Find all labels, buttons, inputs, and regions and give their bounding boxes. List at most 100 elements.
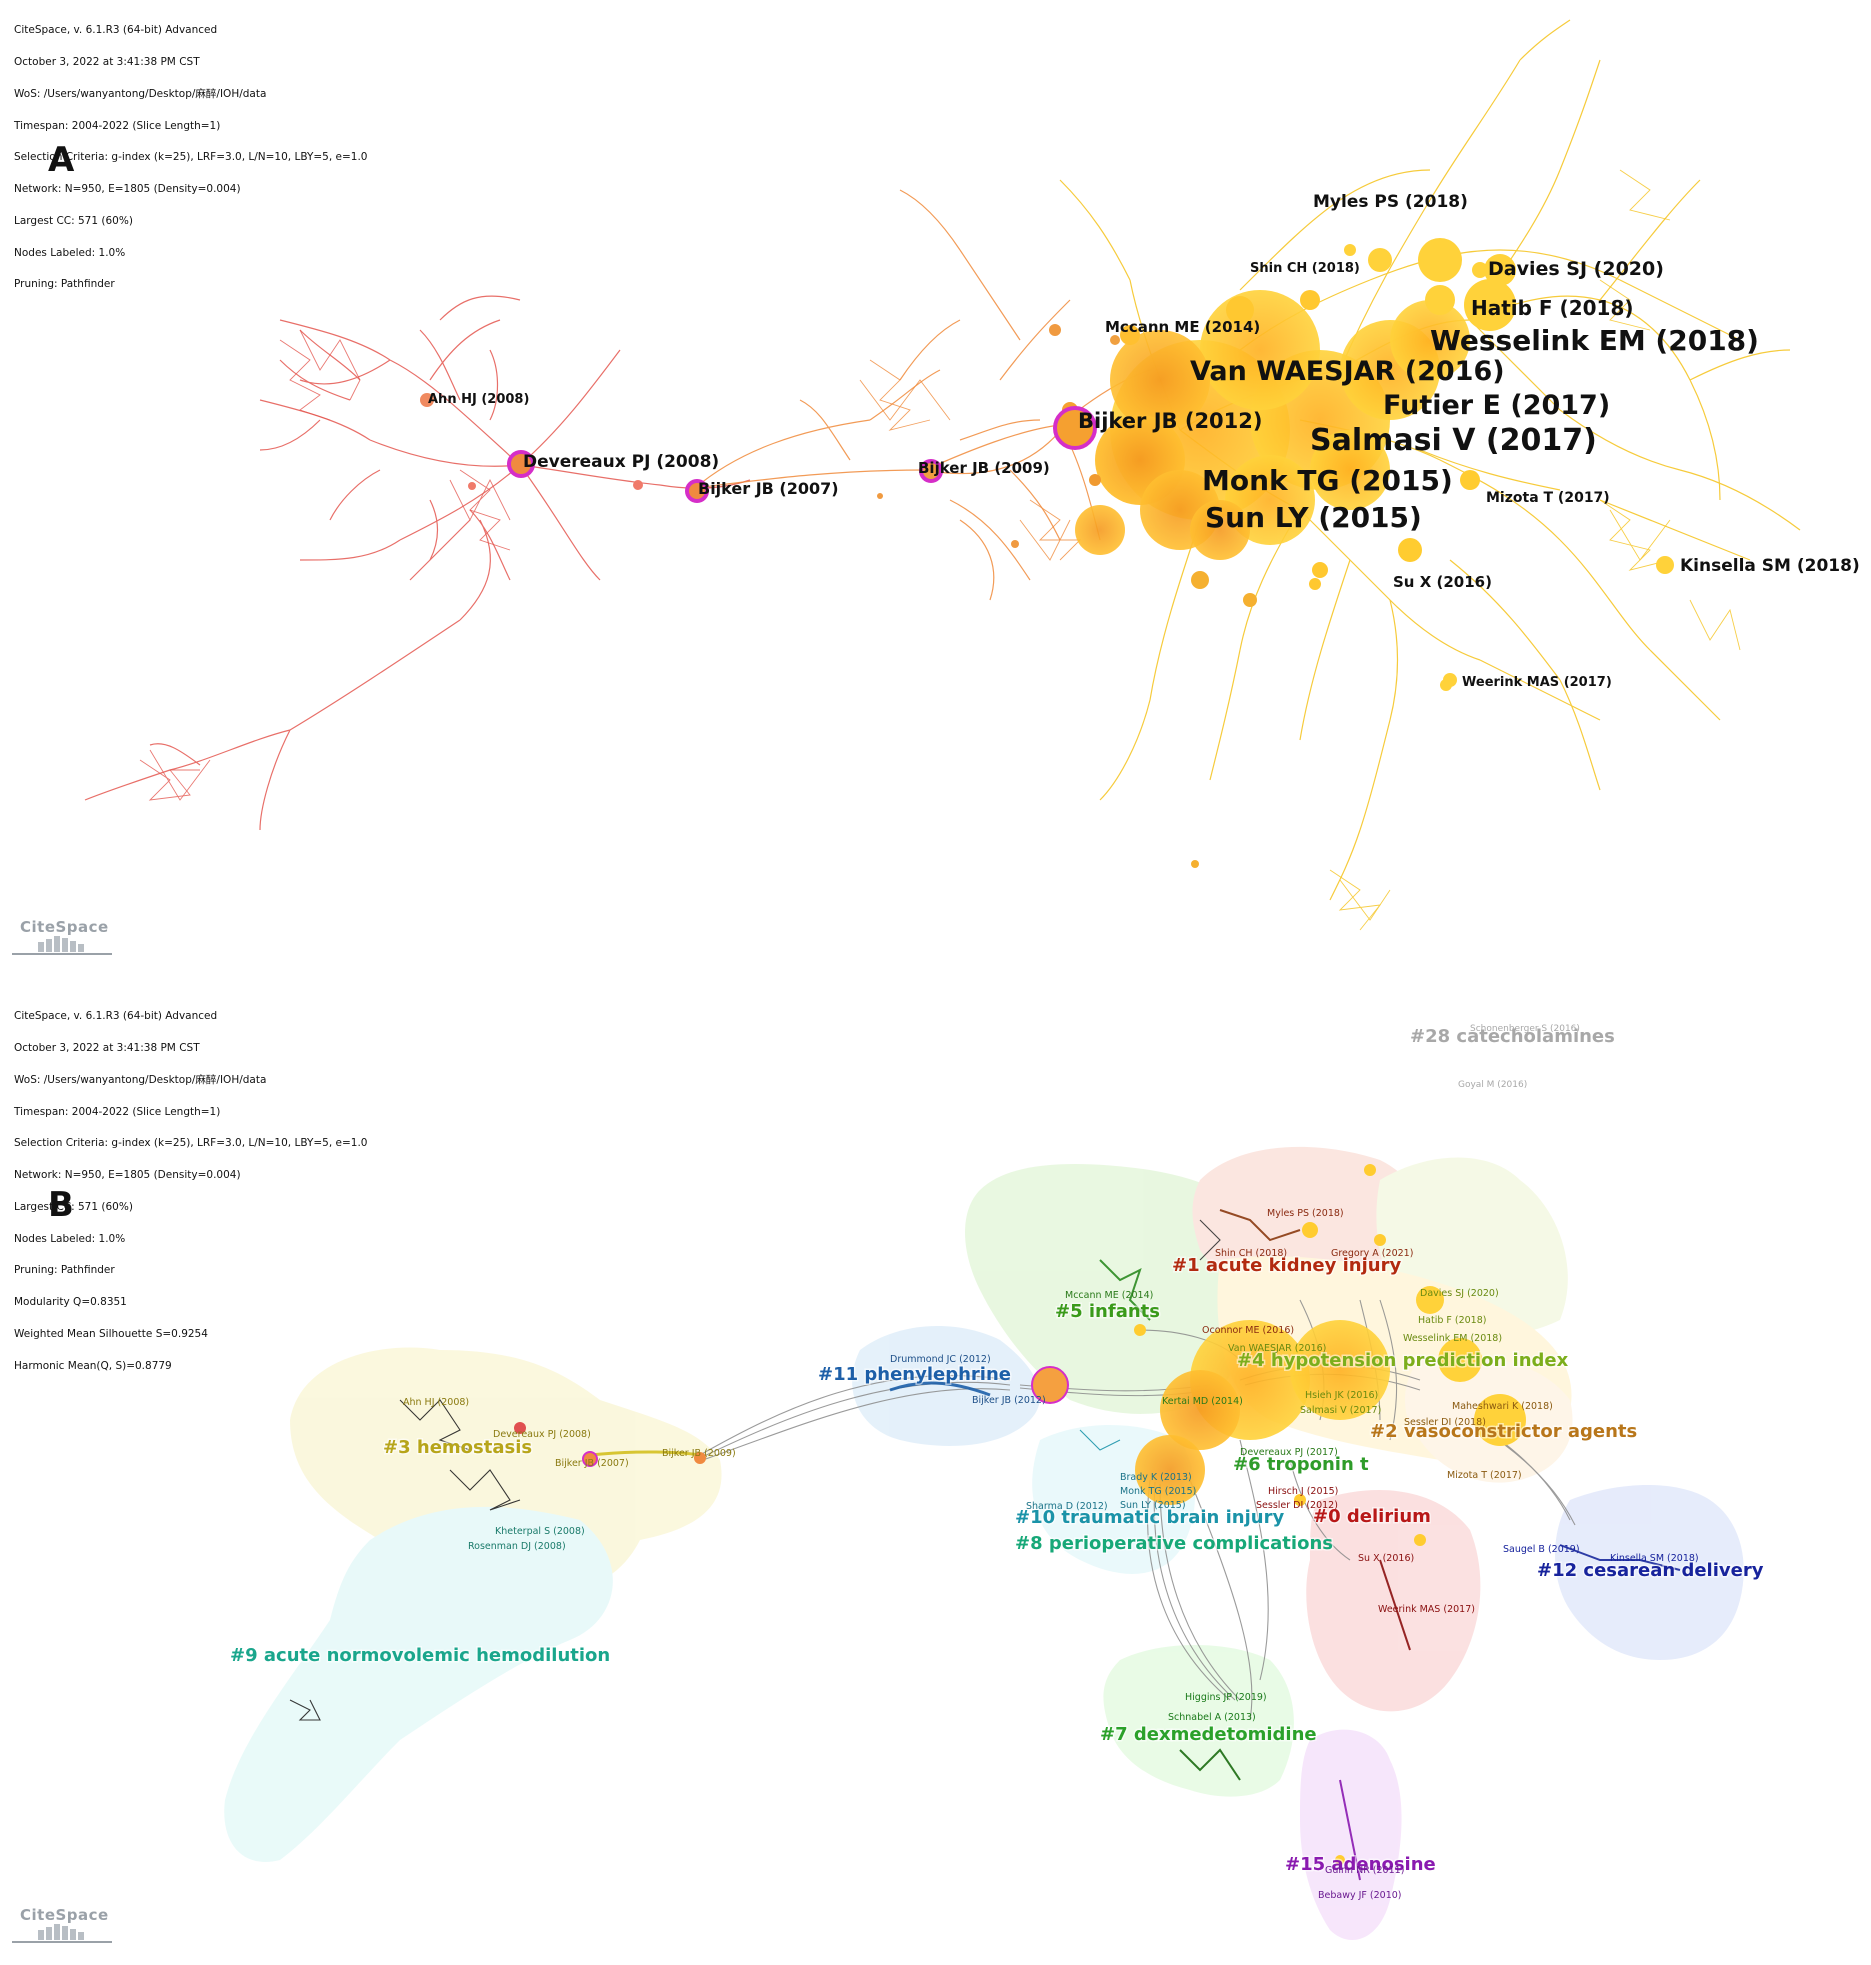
ref-labels: Schonenberger S (2016) Goyal M (2016) My… [403, 1024, 1699, 1901]
info-line: CiteSpace, v. 6.1.R3 (64-bit) Advanced [14, 1010, 218, 1023]
ref-label: Myles PS (2018) [1267, 1208, 1344, 1219]
node-label: Bijker JB (2009) [918, 459, 1050, 477]
ref-label: Sessler DI (2018) [1404, 1417, 1486, 1428]
ref-label: Sun LY (2015) [1120, 1500, 1186, 1511]
logo-text: CiteSpace [20, 1906, 109, 1924]
ref-label: Ahn HJ (2008) [403, 1397, 469, 1408]
cluster-edges [289, 1209, 1681, 1881]
cluster-label: #1 acute kidney injury [1172, 1255, 1401, 1276]
node-label: Shin CH (2018) [1250, 261, 1360, 276]
info-line: Selection Criteria: g-index (k=25), LRF=… [14, 1137, 368, 1150]
node-label: Weerink MAS (2017) [1462, 675, 1612, 690]
node-label: Devereaux PJ (2008) [523, 452, 719, 472]
ref-label: Van WAESJAR (2016) [1228, 1343, 1326, 1354]
node-label: Wesselink EM (2018) [1430, 324, 1759, 357]
ringed-nodes [507, 406, 1097, 503]
cluster-label: #6 troponin t [1233, 1454, 1369, 1475]
cluster-label: #0 delirium [1313, 1506, 1431, 1527]
ref-label: Bijker JB (2012) [972, 1395, 1046, 1406]
ref-label: Bijker JB (2009) [662, 1448, 736, 1459]
ref-label: Drummond JC (2012) [890, 1354, 991, 1365]
node-label: Van WAESJAR (2016) [1190, 356, 1505, 387]
ref-label: Davies SJ (2020) [1420, 1288, 1499, 1299]
cluster-label: #7 dexmedetomidine [1100, 1724, 1317, 1745]
node-label: Monk TG (2015) [1202, 464, 1453, 497]
cluster-label: #28 catecholamines [1410, 1026, 1615, 1047]
info-line: Modularity Q=0.8351 [14, 1296, 127, 1309]
cluster-label: #5 infants [1055, 1301, 1160, 1322]
cluster-label: #15 adenosine [1285, 1854, 1436, 1875]
ref-label: Hsieh JK (2016) [1305, 1390, 1378, 1401]
ref-label: Rosenman DJ (2008) [468, 1541, 566, 1552]
info-line: Timespan: 2004-2022 (Slice Length=1) [14, 119, 221, 132]
panel-a-letter: A [48, 140, 75, 180]
node-label: Mizota T (2017) [1486, 490, 1610, 506]
ref-label: Monk TG (2015) [1120, 1486, 1196, 1497]
cluster-label: #3 hemostasis [383, 1437, 532, 1458]
panel-b-info: CiteSpace, v. 6.1.R3 (64-bit) Advanced O… [14, 990, 367, 1382]
node-label: Mccann ME (2014) [1105, 318, 1260, 336]
panel-a-info: CiteSpace, v. 6.1.R3 (64-bit) Advanced O… [14, 4, 367, 301]
info-line: Timespan: 2004-2022 (Slice Length=1) [14, 1105, 221, 1118]
ref-label: Bebawy JF (2010) [1318, 1890, 1402, 1901]
orange-edges [694, 189, 1151, 601]
ref-label: Salmasi V (2017) [1300, 1405, 1381, 1416]
panel-b-letter: B [48, 1185, 74, 1225]
ref-label: Guinn NR (2011) [1325, 1865, 1404, 1876]
info-line: October 3, 2022 at 3:41:38 PM CST [14, 1041, 200, 1054]
node-label: Kinsella SM (2018) [1680, 556, 1860, 576]
ref-label: Weerink MAS (2017) [1378, 1604, 1475, 1615]
node-label: Bijker JB (2007) [698, 479, 839, 498]
cluster-label: #4 hypotension prediction index [1237, 1350, 1569, 1371]
node-label: Sun LY (2015) [1205, 501, 1422, 534]
ref-label: Hatib F (2018) [1418, 1315, 1486, 1326]
info-line: Network: N=950, E=1805 (Density=0.004) [14, 1169, 241, 1182]
info-line: Harmonic Mean(Q, S)=0.8779 [14, 1359, 172, 1372]
cluster-label: #2 vasoconstrictor agents [1370, 1421, 1637, 1442]
ref-label: Goyal M (2016) [1458, 1080, 1527, 1090]
info-line: Nodes Labeled: 1.0% [14, 246, 126, 259]
node-label: Hatib F (2018) [1471, 296, 1634, 320]
node-label: Futier E (2017) [1383, 390, 1610, 421]
cluster-label: #12 cesarean delivery [1537, 1560, 1764, 1581]
cluster-label: #11 phenylephrine [818, 1364, 1011, 1385]
panel-b-network: #28 catecholamines #1 acute kidney injur… [224, 1024, 1765, 1940]
ref-label: Brady K (2013) [1120, 1472, 1192, 1483]
citespace-logo: CiteSpace [10, 918, 115, 962]
node-label: Myles PS (2018) [1313, 192, 1468, 212]
ref-label: Saugel B (2019) [1503, 1544, 1580, 1555]
node-label: Ahn HJ (2008) [428, 392, 529, 407]
info-line: WoS: /Users/wanyantong/Desktop/麻醉/IOH/da… [14, 1073, 267, 1086]
ref-label: Devereaux PJ (2017) [1240, 1447, 1338, 1458]
cluster-label: #10 traumatic brain injury [1015, 1507, 1284, 1528]
red-edges [84, 295, 751, 831]
ref-label: Schnabel A (2013) [1168, 1712, 1256, 1723]
info-line: Largest CC: 571 (60%) [14, 1200, 133, 1213]
ref-label: Wesselink EM (2018) [1403, 1333, 1502, 1344]
ref-label: Kertai MD (2014) [1162, 1396, 1243, 1407]
info-line: Nodes Labeled: 1.0% [14, 1232, 126, 1245]
info-line: Selection Criteria: g-index (k=25), LRF=… [14, 151, 368, 164]
orange-mesh [859, 359, 1082, 561]
node-labels: Myles PS (2018) Shin CH (2018) Davies SJ… [428, 192, 1860, 690]
ref-label: Schonenberger S (2016) [1470, 1024, 1580, 1034]
info-line: October 3, 2022 at 3:41:38 PM CST [14, 55, 200, 68]
ref-label: Sharma D (2012) [1026, 1501, 1108, 1512]
ref-label: Gregory A (2021) [1331, 1248, 1413, 1259]
ref-label: Devereaux PJ (2008) [493, 1429, 591, 1440]
ref-label: Bijker JB (2007) [555, 1458, 629, 1469]
ref-label: Oconnor ME (2016) [1202, 1325, 1294, 1336]
panel-a-network: Myles PS (2018) Shin CH (2018) Davies SJ… [84, 19, 1860, 931]
small-nodes [420, 324, 1452, 691]
red-mesh [139, 329, 511, 801]
logo-text: CiteSpace [20, 918, 109, 936]
info-line: Largest CC: 571 (60%) [14, 214, 133, 227]
panel-b-nodes [514, 1164, 1526, 1865]
cluster-label: #9 acute normovolemic hemodilution [230, 1645, 610, 1666]
ref-label: Su X (2016) [1358, 1553, 1414, 1564]
info-line: Weighted Mean Silhouette S=0.9254 [14, 1328, 208, 1340]
ref-label: Shin CH (2018) [1215, 1248, 1287, 1259]
core-nodes [1062, 238, 1674, 868]
cluster-label: #8 perioperative complications [1015, 1533, 1333, 1554]
